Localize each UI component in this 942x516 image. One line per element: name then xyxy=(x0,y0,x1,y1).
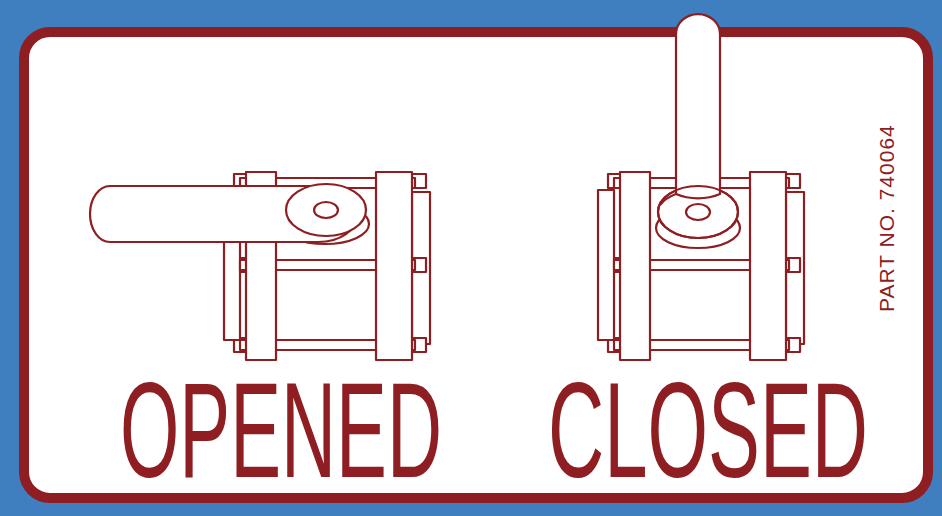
part-number: PART NO. 740064 xyxy=(876,124,897,312)
closed-valve xyxy=(598,14,804,360)
opened-valve xyxy=(90,172,430,360)
valve-state-label: OPENED xyxy=(120,362,442,498)
valve-state-label: CLOSED xyxy=(548,362,868,498)
sticker-border xyxy=(24,32,928,498)
